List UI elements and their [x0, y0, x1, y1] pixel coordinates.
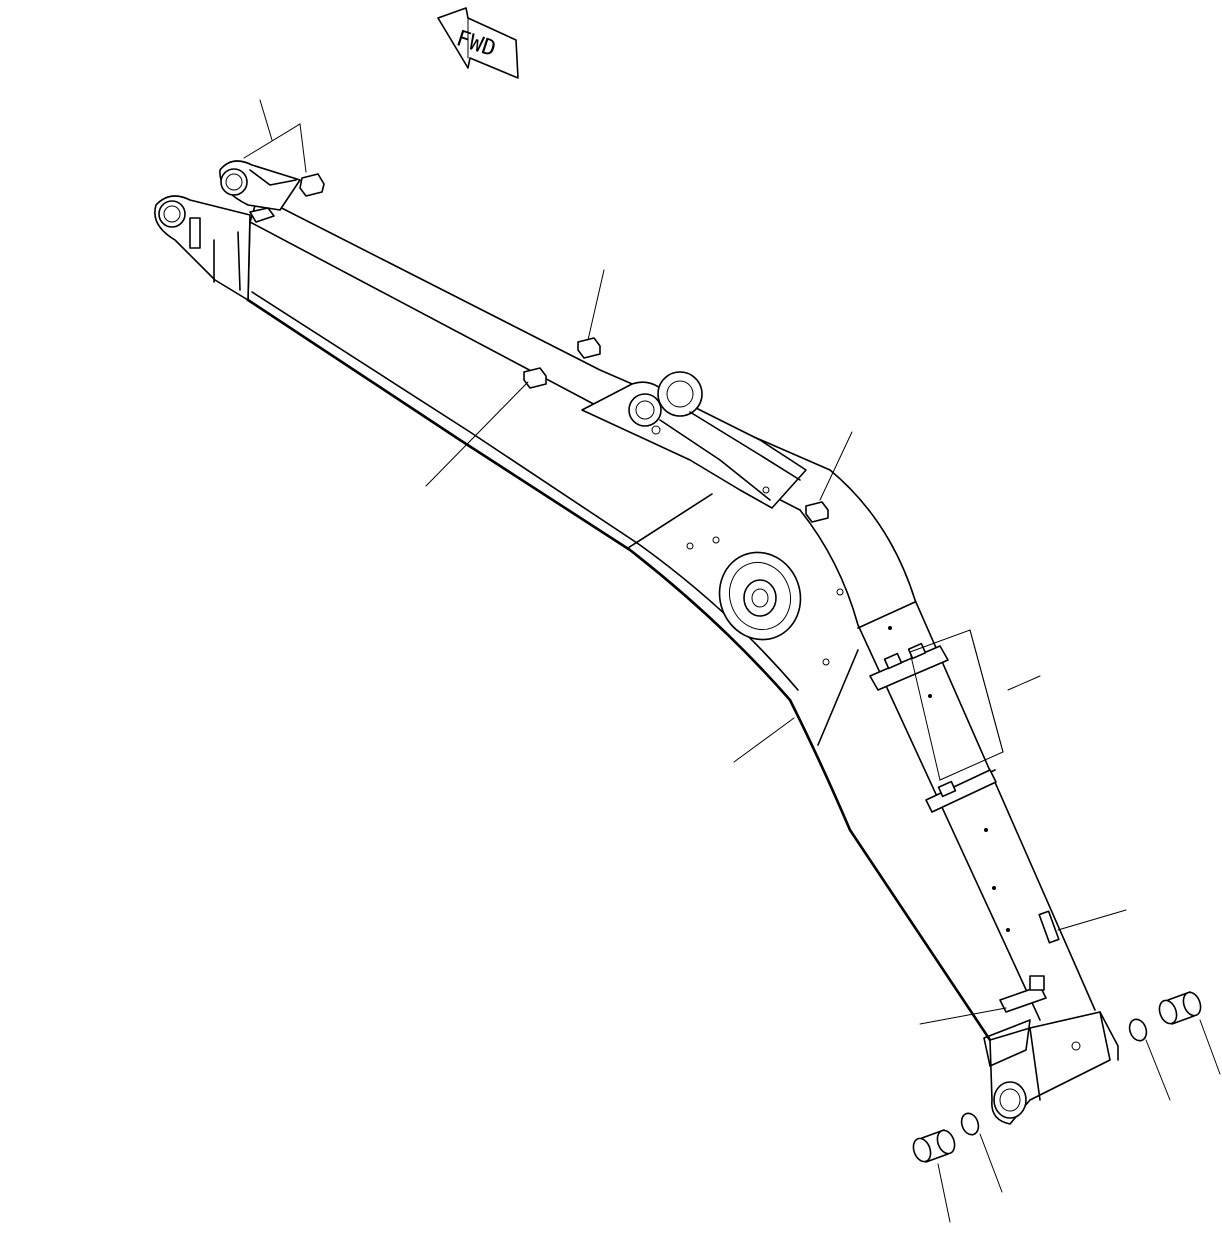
bushing-right	[1158, 991, 1202, 1025]
leader-lines	[243, 99, 1221, 1223]
grease-fitting	[1038, 910, 1060, 944]
hose-clamp-top-4	[805, 501, 829, 523]
bolt-holes	[888, 626, 1010, 932]
hose-clamp-top-2	[577, 337, 601, 359]
boom-pivot-boss	[686, 536, 844, 666]
boom-body	[246, 195, 1096, 1042]
hose-clamp-top-1	[249, 173, 325, 223]
arm-cylinder-bracket	[581, 371, 807, 509]
arm-tip-bracket	[983, 975, 1119, 1125]
cover-plate-upper	[869, 642, 949, 691]
o-ring-left	[960, 1112, 980, 1136]
boom-foot-bracket	[154, 160, 301, 301]
cover-plate-lower	[925, 769, 997, 813]
fwd-label: FWD	[453, 26, 499, 62]
bushing-left	[912, 1129, 956, 1163]
hose-clamp-top-3	[523, 367, 547, 389]
o-ring-right	[1128, 1018, 1148, 1042]
fwd-arrow-icon: FWD	[437, 7, 519, 79]
